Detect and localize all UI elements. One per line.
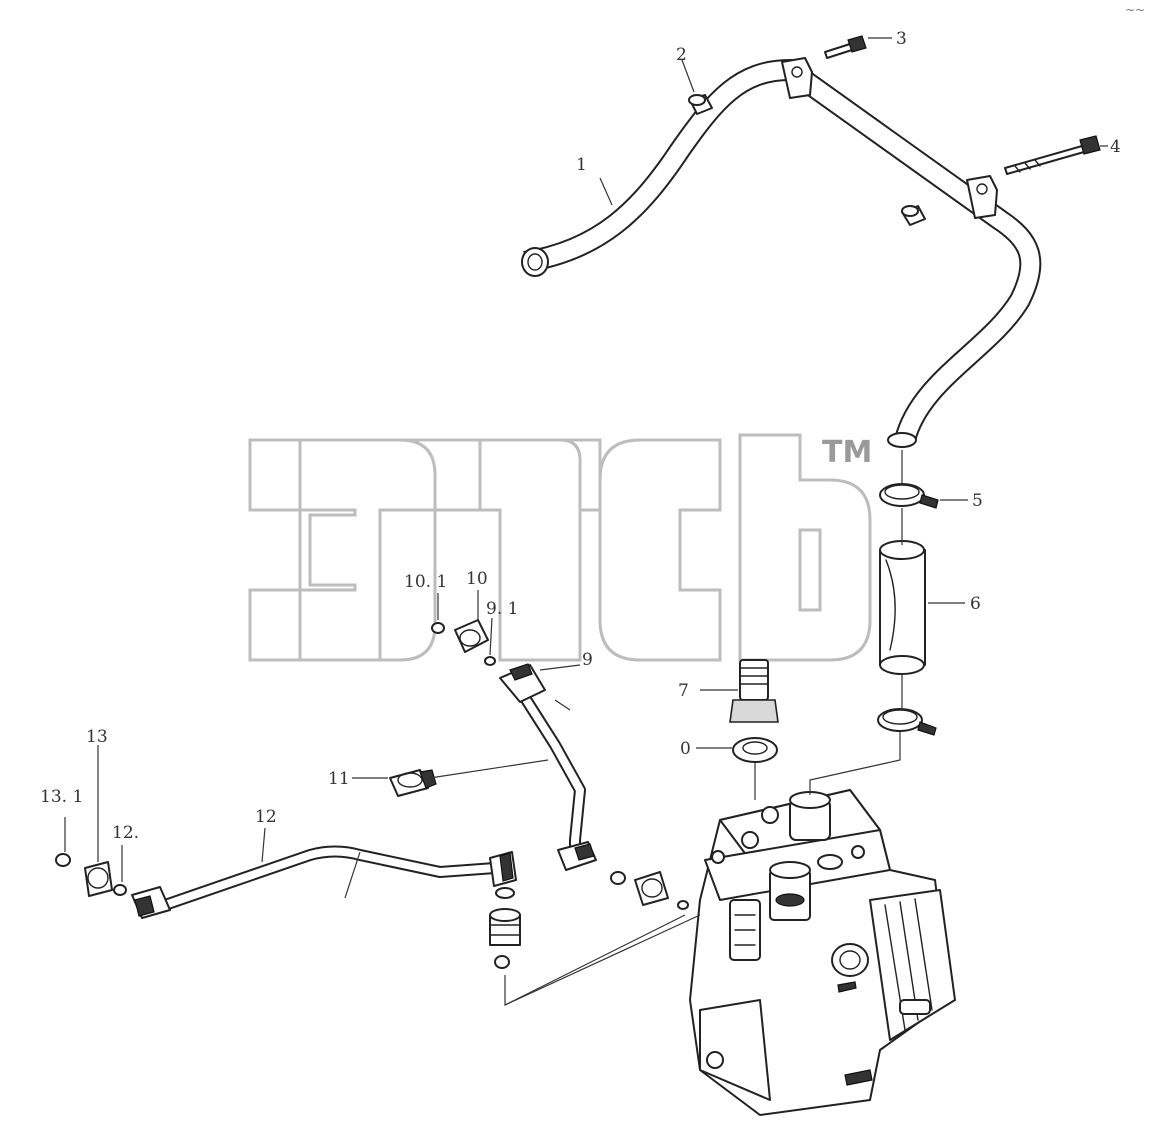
callout-10-1: 10. 1 <box>404 572 447 592</box>
callout-8: 0 <box>680 739 691 759</box>
callout-9-1: 9. 1 <box>486 599 518 619</box>
union-nut-near-9 <box>634 871 689 910</box>
callout-7: 7 <box>678 681 689 701</box>
bolt-3 <box>824 35 867 59</box>
callout-6: 6 <box>970 594 981 614</box>
callout-4: 4 <box>1110 137 1121 157</box>
air-compressor <box>689 789 956 1116</box>
union-13 <box>84 861 113 897</box>
callout-13: 13 <box>86 727 108 747</box>
o-ring-10-1 <box>431 622 445 634</box>
o-ring-12-1 <box>113 884 127 896</box>
callout-2: 2 <box>676 45 687 65</box>
callout-3: 3 <box>896 29 907 49</box>
leader-lines <box>64 37 1108 1006</box>
fitting-7 <box>729 659 779 723</box>
tube-9 <box>499 663 597 871</box>
hose-clamp-5 <box>879 483 939 509</box>
coolant-pipe <box>521 57 1042 448</box>
callout-1: 1 <box>576 155 587 175</box>
callout-13-1: 13. 1 <box>40 787 83 807</box>
corner-mark: ~~ <box>1125 3 1145 17</box>
tube-12 <box>131 845 517 919</box>
callouts: 1 2 3 4 5 6 7 0 9 9. 1 10 10. 1 11 12 12… <box>40 29 1121 843</box>
callout-12: 12 <box>255 807 277 827</box>
callout-12-1: 12. <box>112 823 139 843</box>
o-ring-9-1 <box>484 656 496 666</box>
callout-9: 9 <box>582 650 593 670</box>
clip-11 <box>389 769 437 797</box>
o-ring-13-1 <box>55 853 71 867</box>
bolt-4 <box>1004 135 1101 175</box>
hose-clamp-lower <box>877 708 937 736</box>
trademark-symbol: TM <box>822 435 872 470</box>
o-ring-near-9 <box>610 871 626 885</box>
sleeve-2 <box>688 94 713 115</box>
callout-5: 5 <box>972 491 983 511</box>
washer-8 <box>732 737 778 763</box>
union-nut-10 <box>454 619 489 653</box>
fitting-lower <box>489 887 521 969</box>
callout-10: 10 <box>466 569 488 589</box>
callout-11: 11 <box>328 769 350 789</box>
sleeve-2b <box>901 205 926 226</box>
hose-6 <box>879 540 926 675</box>
watermark-logo: TM <box>248 433 872 662</box>
